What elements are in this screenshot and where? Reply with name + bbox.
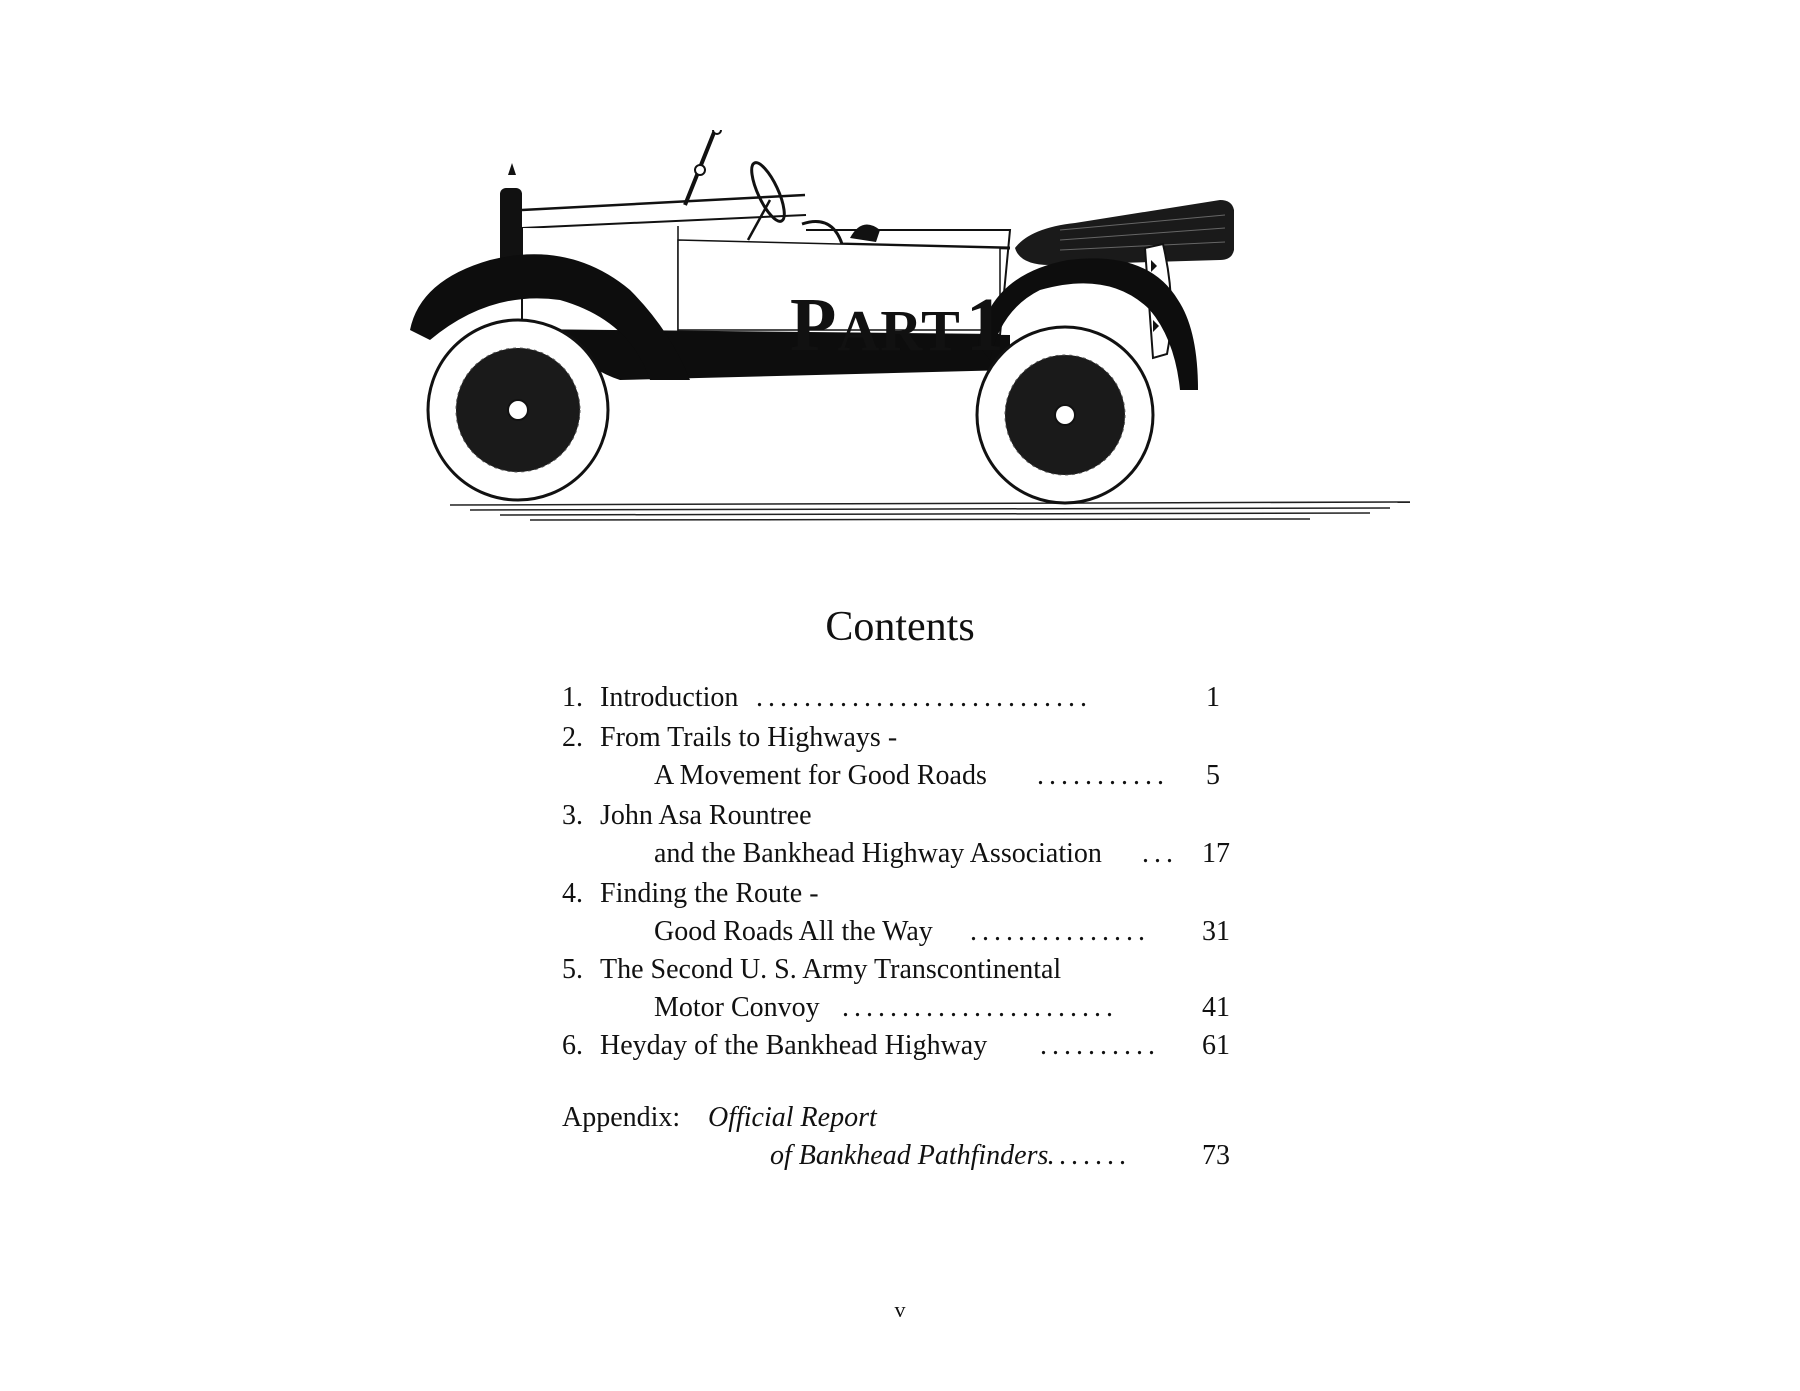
entry-page: 41 [1202,992,1230,1023]
entry-page: 61 [1202,1030,1230,1061]
entry-title-line2: Good Roads All the Way [654,916,933,947]
entry-number: 3. [562,800,583,831]
dot-leader: ....... [1047,1140,1131,1171]
entry-page: 5 [1206,760,1220,791]
entry-number: 6. [562,1030,583,1061]
entry-number: 1. [562,682,583,713]
entry-title: Finding the Route - [600,878,819,909]
entry-title: The Second U. S. Army Transcontinental [600,954,1062,985]
toc-entry-1[interactable]: 1. Introduction ........................… [562,680,1242,716]
page-number: v [894,1297,906,1322]
dot-leader: ............... [970,916,1150,947]
dot-leader: ............................ [756,682,1092,713]
toc-entry-2-continued[interactable]: A Movement for Good Roads ........... 5 [562,758,1242,794]
ground-shadow [449,501,1411,521]
dot-leader: .......... [1040,1030,1160,1061]
appendix-label: Appendix: [562,1102,681,1133]
part-label: PART 1 [790,282,1005,369]
toc-entry-2[interactable]: 2. From Trails to Highways - [562,720,1242,756]
toc-entry-3[interactable]: 3. John Asa Rountree [562,798,1242,834]
toc-appendix[interactable]: Appendix: Official Report [562,1100,1242,1136]
toc-entry-6[interactable]: 6. Heyday of the Bankhead Highway ......… [562,1028,1242,1064]
part-label-number: 1 [965,283,1005,367]
entry-title-line2: A Movement for Good Roads [654,760,987,791]
entry-number: 2. [562,722,583,753]
rear-wheel [975,325,1155,505]
toc-entry-5[interactable]: 5. The Second U. S. Army Transcontinenta… [562,952,1242,988]
entry-number: 4. [562,878,583,909]
dot-leader: ....................... [842,992,1118,1023]
entry-title: From Trails to Highways - [600,722,898,753]
appendix-title-line2: of Bankhead Pathfinders [770,1140,1049,1171]
entry-title: Introduction [600,682,739,713]
toc-appendix-continued[interactable]: of Bankhead Pathfinders ....... 73 [562,1138,1242,1174]
entry-page: 73 [1202,1140,1230,1171]
toc-entry-5-continued[interactable]: Motor Convoy ....................... 41 [562,990,1242,1026]
entry-page: 17 [1202,838,1230,869]
entry-title-line2: Motor Convoy [654,992,820,1023]
dot-leader: ... [1142,838,1178,869]
toc-entry-4[interactable]: 4. Finding the Route - [562,876,1242,912]
part-label-rest: ART [837,298,961,363]
toc-entry-3-continued[interactable]: and the Bankhead Highway Association ...… [562,836,1242,872]
dot-leader: ........... [1037,760,1169,791]
entry-title: John Asa Rountree [600,800,812,831]
toc-entry-4-continued[interactable]: Good Roads All the Way ............... 3… [562,914,1242,950]
entry-page: 1 [1206,682,1220,713]
entry-title-line2: and the Bankhead Highway Association [654,838,1102,869]
entry-number: 5. [562,954,583,985]
vintage-car-illustration [410,130,1411,521]
contents-title: Contents [825,604,975,650]
front-wheel [426,318,610,502]
entry-title: Heyday of the Bankhead Highway [600,1030,988,1061]
part-label-initial: P [790,283,838,367]
entry-page: 31 [1202,916,1230,947]
appendix-title: Official Report [708,1102,877,1133]
